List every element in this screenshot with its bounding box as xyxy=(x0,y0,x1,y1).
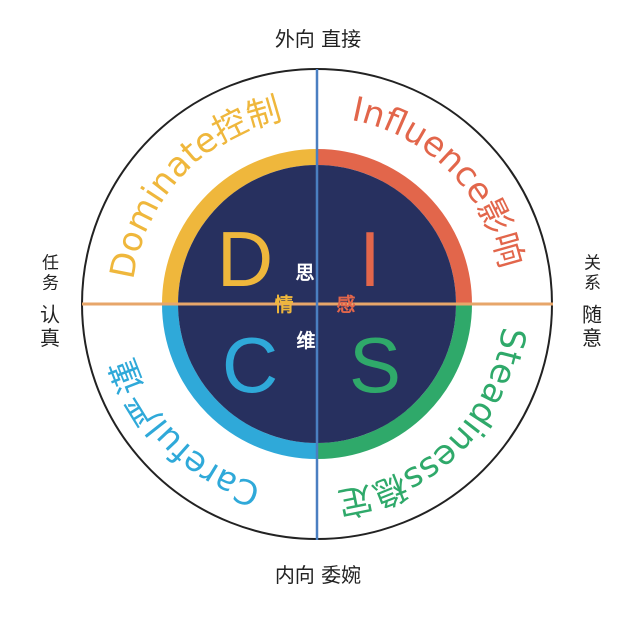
axis-label-right-line1: 关系 xyxy=(584,254,601,294)
letter-c: C xyxy=(222,321,278,409)
axis-label-bottom: 内向 委婉 xyxy=(275,563,361,587)
center-top-char: 思 xyxy=(295,262,314,284)
center-right-char: 感 xyxy=(336,293,355,316)
axis-label-top: 外向 直接 xyxy=(275,27,361,51)
letter-s: S xyxy=(349,321,401,409)
axis-label-left-line2: 认真 xyxy=(40,303,60,351)
center-left-char: 情 xyxy=(274,293,293,316)
arc-steadiness xyxy=(316,303,472,459)
axis-label-left-line1: 任务 xyxy=(42,254,59,294)
arc-influence xyxy=(316,149,472,305)
axis-label-right-line2: 随意 xyxy=(582,303,602,351)
letter-i: I xyxy=(359,215,381,303)
center-bottom-char: 维 xyxy=(296,329,315,352)
arc-dominate xyxy=(162,149,318,305)
arc-careful xyxy=(162,303,318,459)
letter-d: D xyxy=(217,215,273,303)
